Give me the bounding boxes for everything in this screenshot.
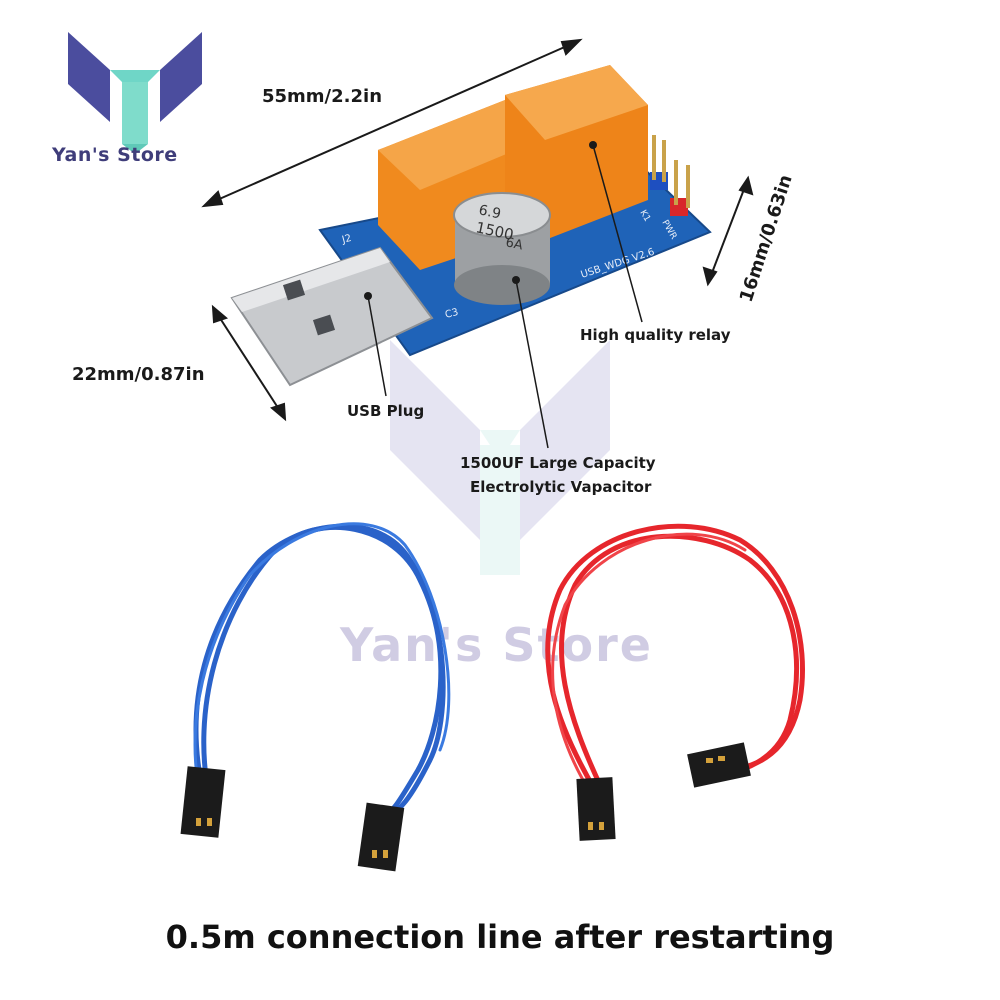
caption: 0.5m connection line after restarting — [165, 918, 835, 956]
pin-header — [650, 135, 690, 216]
red-cable-connector-1 — [576, 777, 616, 841]
electrolytic-capacitor — [453, 192, 551, 305]
cap-marking-1: 6.9 — [477, 202, 502, 222]
blue-cable-connector-2 — [357, 802, 405, 872]
connection-cables — [180, 522, 805, 872]
silk-c3: C3 — [444, 307, 460, 321]
capacitor-callout-line2: Electrolytic Vapacitor — [470, 478, 652, 496]
usb-watchdog-board: 6.9 1500 6A J2 C3 USB_WDG V2.6 K1 PWR — [201, 38, 754, 449]
blue-cable-connector-1 — [180, 766, 226, 838]
callout-lines — [367, 144, 643, 449]
logo-text: Yan's Store — [52, 144, 178, 166]
red-cable — [545, 523, 805, 794]
capacitor-callout-line1: 1500UF Large Capacity — [460, 454, 656, 472]
red-cable-connector-2 — [687, 742, 751, 788]
blue-cable — [193, 522, 451, 823]
width-label: 22mm/0.87in — [72, 364, 205, 385]
silk-j2: J2 — [340, 233, 353, 246]
watermark-text: Yan's Store — [340, 618, 653, 672]
usb-callout: USB Plug — [347, 402, 425, 420]
relay-callout: High quality relay — [580, 326, 731, 344]
callout-dots — [364, 141, 597, 300]
relay-right — [505, 65, 648, 240]
usb-plug — [230, 246, 434, 387]
cap-marking-3: 6A — [504, 235, 524, 253]
dimension-arrows — [201, 38, 754, 422]
length-label: 55mm/2.2in — [262, 86, 383, 107]
watermark-logo — [390, 340, 610, 575]
yans-store-logo — [68, 32, 202, 154]
